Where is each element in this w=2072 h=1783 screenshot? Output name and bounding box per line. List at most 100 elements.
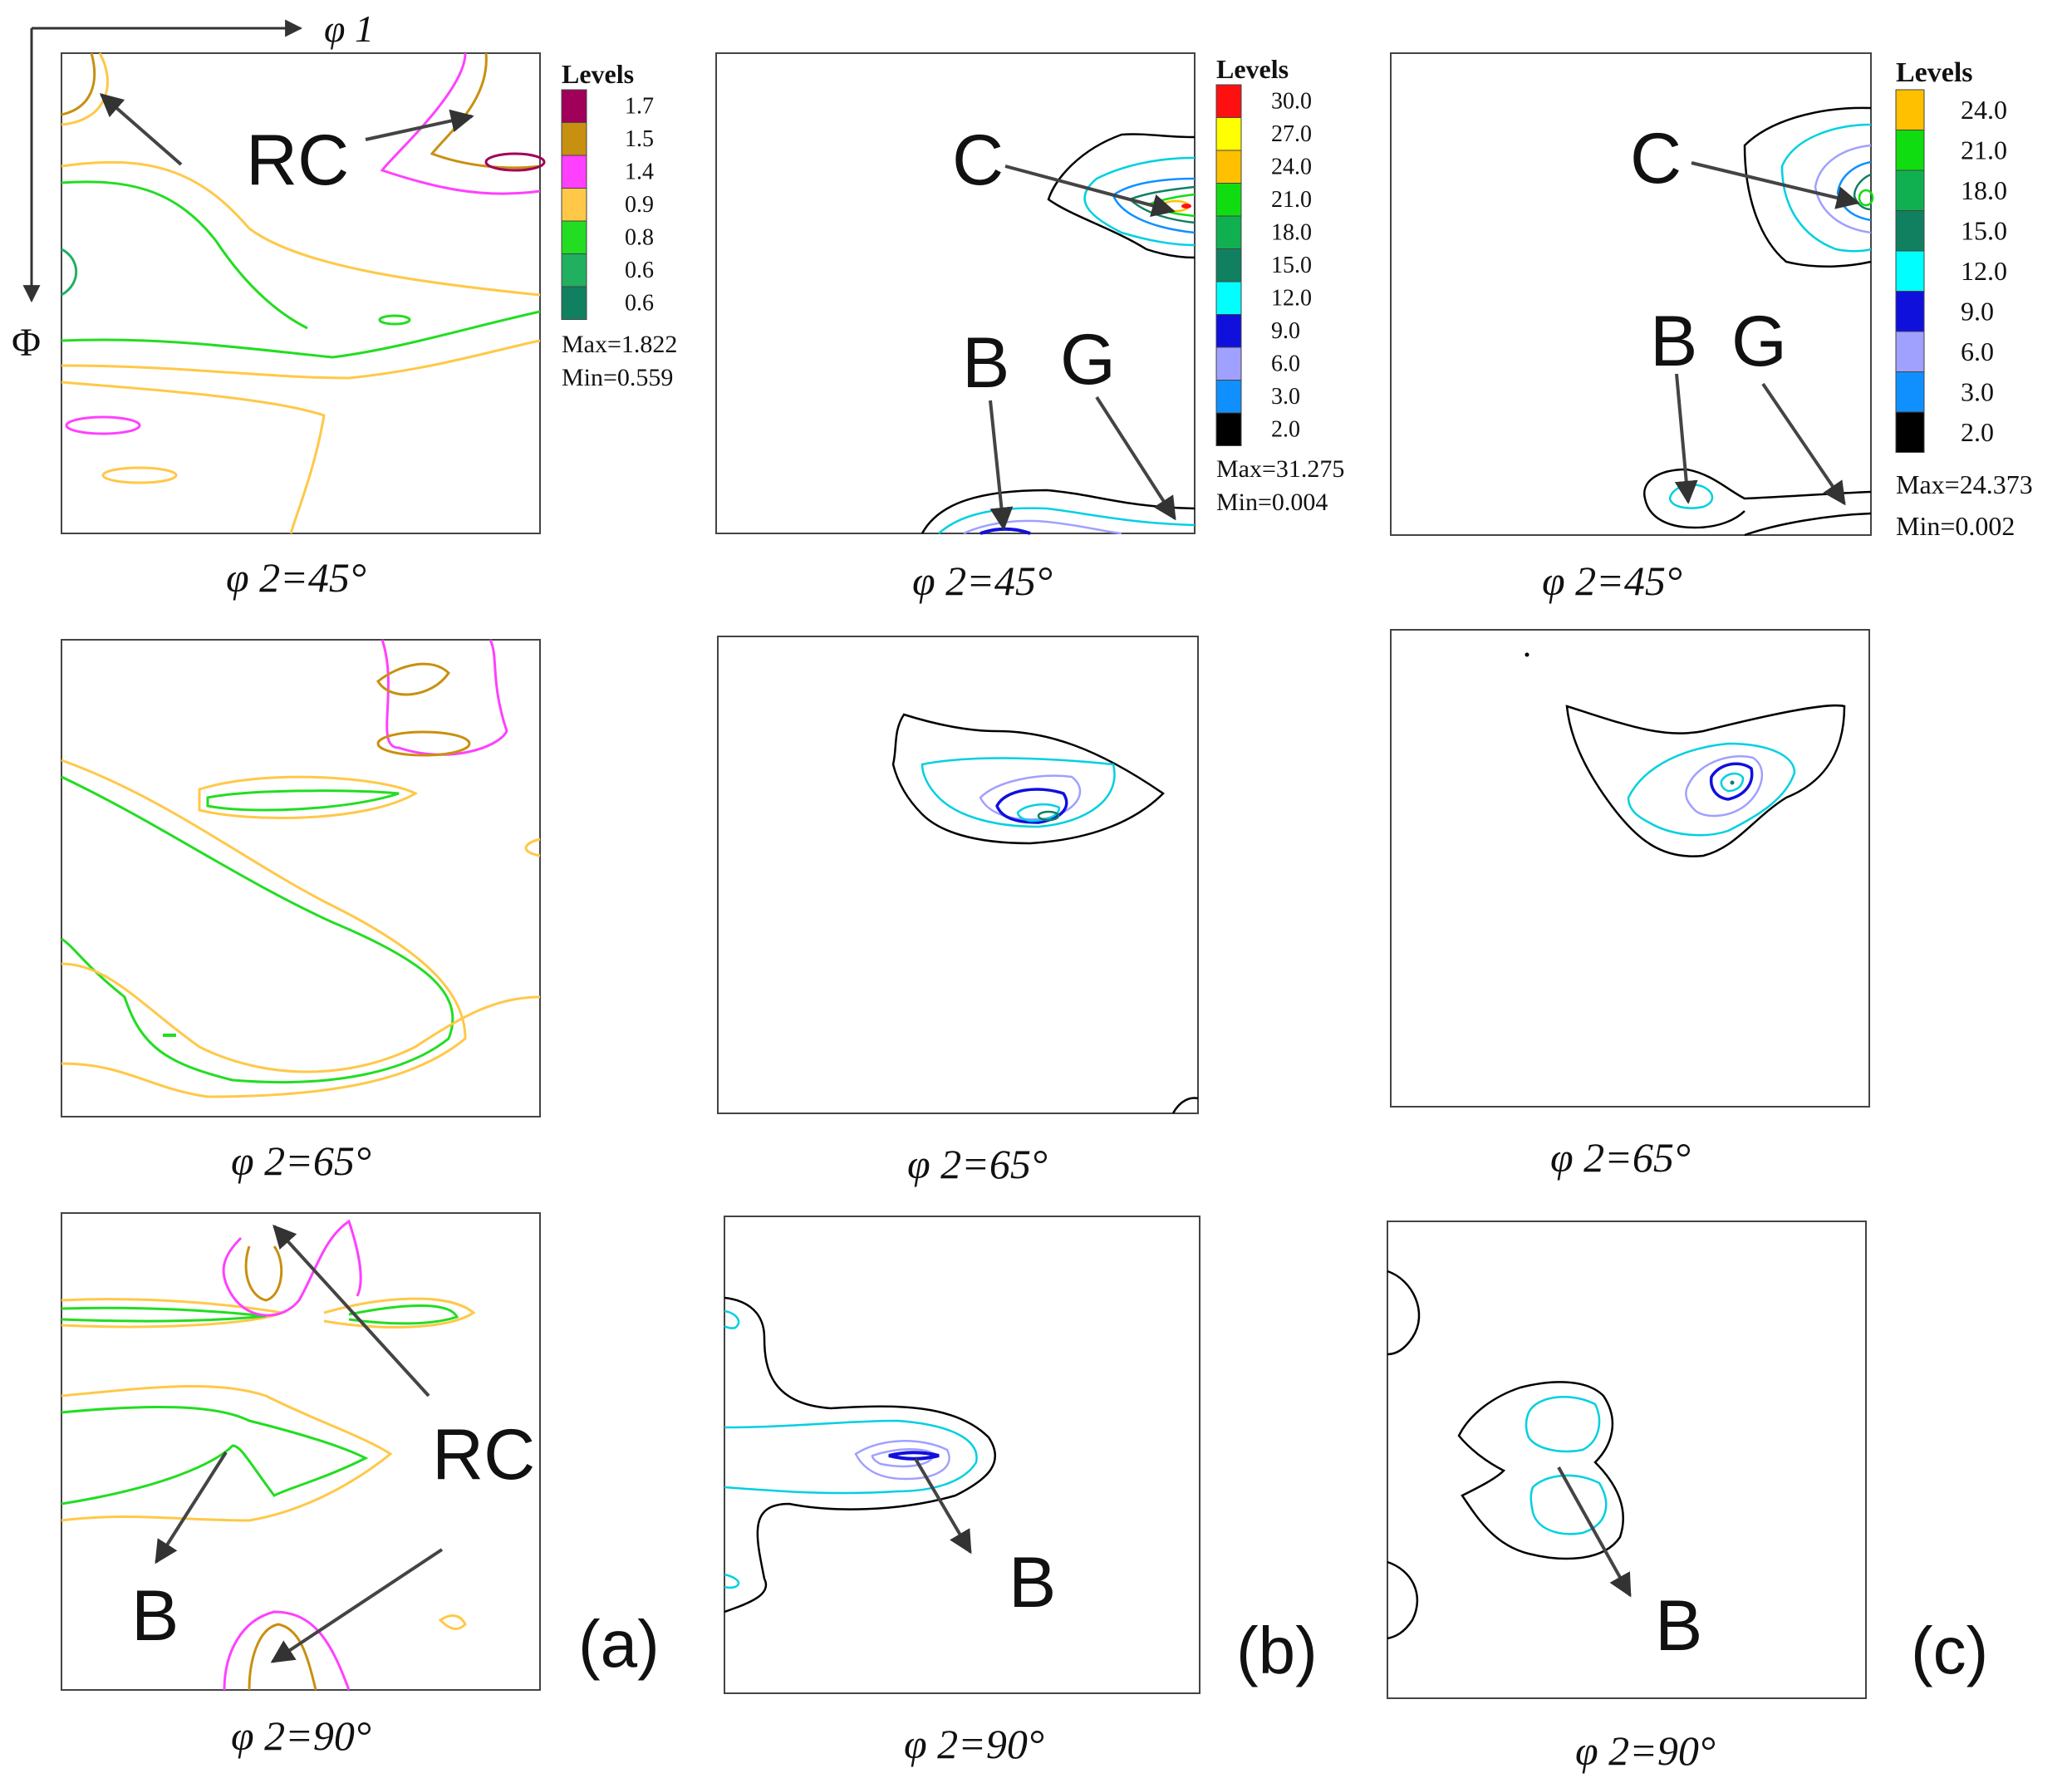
contour-line-1.5 (248, 1623, 317, 1691)
section-caption: φ 2=65° (231, 1137, 371, 1184)
legend-b: Levels 30.027.024.021.018.015.012.09.06.… (1215, 54, 1344, 516)
annotation-label: B (131, 1576, 179, 1656)
annotation-label: C (952, 120, 1004, 200)
contour-line-1.4 (222, 1219, 362, 1317)
plot-frame (1390, 52, 1872, 536)
section-caption: φ 2=65° (907, 1141, 1048, 1187)
contour-line-9.0 (1709, 762, 1754, 801)
legend-level-label: 6.0 (1271, 351, 1300, 376)
section-caption: φ 2=45° (1542, 557, 1682, 604)
plot-c-45: C B G (1390, 52, 1874, 537)
contour-line-1.5 (376, 662, 450, 696)
legend-swatch (1895, 89, 1925, 130)
column-a: RC Levels 1.71.51.40.90.80.60.6 Max=1.82… (61, 52, 677, 1759)
contour-line-6.0 (1685, 755, 1763, 818)
contour-line-1.4 (380, 52, 541, 195)
legend-level-label: 6.0 (1961, 336, 1994, 366)
annotation-label: G (1060, 320, 1116, 400)
contour-line-0.8 (206, 789, 400, 812)
legend-title: Levels (1216, 54, 1289, 84)
contour-line-1.5 (376, 730, 471, 757)
legend-level-label: 24.0 (1961, 95, 2007, 125)
legend-level-label: 1.4 (625, 159, 654, 184)
contour-line-0.8 (61, 1405, 369, 1505)
annotation-arrow (1761, 382, 1846, 506)
plot-c-90: B (1387, 1221, 1867, 1699)
legend-level-label: 3.0 (1961, 376, 1994, 406)
panel-label: (b) (1236, 1614, 1318, 1687)
annotation-label: RC (432, 1415, 535, 1495)
contour-line-1.4 (65, 415, 141, 435)
contour-line-15.0 (1037, 810, 1060, 822)
contour-line-2.0 (1643, 468, 1872, 500)
contour-line-6.0 (854, 1440, 950, 1481)
annotation-label: B (1009, 1543, 1056, 1623)
contour-line-1.5 (61, 52, 96, 116)
contour-line-12.0 (1627, 742, 1796, 837)
contour-line-12.0 (1720, 772, 1745, 793)
contour-line-0.6 (61, 248, 78, 297)
contour-line-0.8 (61, 310, 541, 359)
contour-line-12.0 (724, 1573, 740, 1589)
legend-level-label: 9.0 (1961, 296, 1994, 326)
legend-swatch (561, 188, 587, 222)
annotation-label: RC (246, 120, 349, 200)
legend-swatch (1895, 291, 1925, 332)
legend-max: Max=24.373 (1896, 469, 2033, 499)
plot-b-45: C B G (715, 52, 1196, 535)
legend-swatch (561, 122, 587, 156)
legend-items: 24.021.018.015.012.09.06.03.02.0 (1895, 89, 2007, 453)
section-caption: φ 2=45° (226, 554, 366, 601)
panel-label: (c) (1911, 1614, 1988, 1687)
legend-level-label: 24.0 (1271, 154, 1312, 179)
legend-level-label: 9.0 (1271, 318, 1300, 344)
contour-line-2.0 (1743, 106, 1872, 268)
annotation-label: B (1650, 302, 1697, 381)
legend-swatch (1215, 314, 1242, 348)
legend-min: Min=0.002 (1896, 511, 2015, 541)
euler-axes: φ 1 Φ (12, 7, 374, 365)
contour-line-1.5 (430, 52, 541, 169)
plot-frame (61, 1212, 541, 1691)
column-b: C B G Levels 30.027.024.021.018.015.012.… (715, 52, 1344, 1767)
legend-swatch (1215, 346, 1242, 381)
legend-swatch (561, 220, 587, 254)
plot-a-90: RC B (61, 1212, 541, 1691)
plot-frame (61, 52, 541, 534)
contour-line-0.9 (61, 381, 326, 534)
section-caption: φ 2=90° (231, 1712, 371, 1759)
panel-label: (a) (578, 1607, 660, 1681)
legend-level-label: 21.0 (1271, 187, 1312, 213)
annotation-label: B (962, 323, 1009, 403)
legend-swatch (1895, 411, 1925, 453)
legend-min: Min=0.559 (562, 364, 673, 391)
contour-line-2.0 (1387, 1270, 1421, 1356)
annotation-arrow (1004, 165, 1176, 218)
plot-c-65 (1390, 629, 1870, 1108)
contour-line-2.0 (1387, 1560, 1419, 1640)
legend-level-label: 15.0 (1271, 253, 1312, 278)
legend-level-label: 18.0 (1271, 219, 1312, 245)
legend-swatch (561, 286, 587, 320)
annotation-arrow (270, 1548, 444, 1663)
plot-frame (61, 639, 541, 1117)
contour-line-9.0 (995, 788, 1068, 824)
legend-level-label: 1.7 (625, 93, 654, 119)
contour-line-15.0 (1730, 780, 1735, 785)
annotation-arrow (914, 1457, 972, 1555)
annotation-arrow (989, 400, 1014, 531)
contour-line-0.9 (438, 1614, 467, 1630)
legend-swatch (1215, 412, 1242, 446)
legend-swatch (1895, 371, 1925, 413)
legend-swatch (1895, 169, 1925, 211)
contour-line-2.0 (921, 489, 1196, 534)
legend-swatch (1895, 331, 1925, 372)
legend-swatch (1895, 250, 1925, 292)
plot-frame (1387, 1221, 1867, 1699)
legend-swatch (561, 89, 587, 123)
legend-swatch (1215, 150, 1242, 184)
legend-min: Min=0.004 (1216, 489, 1328, 516)
contour-line-2.0 (1457, 1381, 1624, 1560)
contour-line-1.4 (381, 639, 508, 756)
plot-frame (715, 52, 1196, 534)
